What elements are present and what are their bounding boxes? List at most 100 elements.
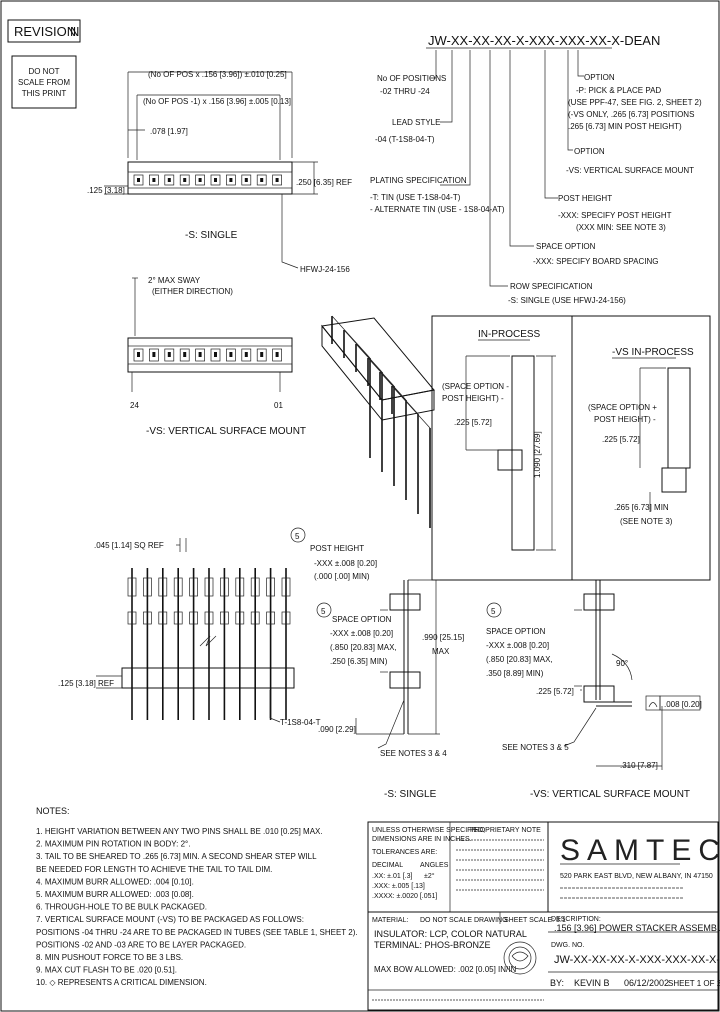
tb-sheet-scale: SHEET SCALE: 3:1 — [504, 917, 566, 924]
revision-value: N — [70, 24, 79, 39]
tb-dims-are: DIMENSIONS ARE IN INCHES. — [372, 836, 472, 843]
vs-side-space-line-2: (.850 [20.83] MAX, — [486, 655, 553, 664]
plating-line-2: - ALTERNATE TIN (USE - 1S8-04-AT) — [370, 205, 505, 214]
revision-box — [7, 19, 81, 43]
in-process-dim: 1.090 [27.69] — [533, 431, 542, 478]
side-pin-mid-block — [173, 611, 183, 625]
side-pin-mid-block — [127, 611, 137, 625]
in-process-label-1: (SPACE OPTION - — [442, 382, 509, 391]
in-process-panel: IN-PROCESS (SPACE OPTION - POST HEIGHT) … — [431, 315, 711, 581]
side-sq-ref: .045 [1.14] SQ REF — [94, 541, 164, 550]
side-pin-upper-block — [143, 577, 152, 597]
side-circle-mark-2: 5 — [321, 607, 326, 616]
tb-address: 520 PARK EAST BLVD, NEW ALBANY, IN 47150 — [560, 873, 713, 880]
note-line: BE NEEDED FOR LENGTH TO ACHIEVE THE TAIL… — [36, 865, 272, 874]
tb-proprietary: PROPRIETARY NOTE — [470, 827, 541, 834]
hfwj-label: HFWJ-24-156 — [300, 265, 350, 274]
side-circle-mark: 5 — [295, 532, 300, 541]
vs-pin-left: 24 — [130, 401, 139, 410]
side-pin-upper-block — [204, 577, 214, 597]
vs-in-process-label-2: POST HEIGHT) - — [594, 415, 656, 424]
option-1-title: OPTION — [584, 73, 615, 82]
post-height-line-2: (XXX MIN: SEE NOTE 3) — [576, 223, 666, 232]
iso-pin-link — [367, 357, 407, 401]
space-option-line-1: -XXX: SPECIFY BOARD SPACING — [533, 257, 659, 266]
post-height-line-1: -XXX: SPECIFY POST HEIGHT — [558, 211, 672, 220]
vs-pin — [149, 348, 159, 362]
tb-dwg-no: JW-XX-XX-XX-X-XXX-XXX-XX-X-DEAN — [554, 954, 720, 966]
side-space-line-2: (.850 [20.83] MAX, — [330, 643, 397, 652]
top-pin-core — [198, 178, 202, 182]
vs-pin — [272, 348, 282, 362]
vs-in-process-title: -VS IN-PROCESS — [612, 347, 694, 358]
tb-material-1: INSULATOR: LCP, COLOR NATURAL — [374, 929, 527, 939]
top-pin-core — [214, 178, 217, 182]
notes-title: NOTES: — [36, 806, 70, 816]
vs-pin-right: 01 — [274, 401, 283, 410]
side-pin-upper-block — [173, 577, 183, 597]
top-pin-core — [229, 178, 233, 182]
side-pin-upper-block — [281, 577, 291, 597]
side-space-title: SPACE OPTION — [332, 615, 392, 624]
plating-line-1: -T: TIN (USE T-1S8-04-T) — [370, 193, 461, 202]
top-view-caption: -S: SINGLE — [185, 230, 238, 241]
do-not-scale-box — [11, 55, 77, 109]
iso-pin-link — [331, 315, 371, 359]
revision-label: REVISION — [14, 24, 76, 39]
note-line: 6. THROUGH-HOLE TO BE BULK PACKAGED. — [36, 903, 207, 912]
row-spec-line-1: -S: SINGLE (USE HFWJ-24-156) — [508, 296, 626, 305]
title-block: UNLESS OTHERWISE SPECIFIED, DIMENSIONS A… — [367, 821, 720, 1011]
vs-in-process-note: (SEE NOTE 3) — [620, 517, 673, 526]
post-height-title: POST HEIGHT — [558, 194, 612, 203]
plating-title: PLATING SPECIFICATION — [370, 176, 467, 185]
note-line: POSITIONS -04 THRU -24 ARE TO BE PACKAGE… — [36, 928, 358, 937]
positions-range: -02 THRU -24 — [380, 87, 430, 96]
top-dim-overall: (No OF POS x .156 [3.96]) ±.010 [0.25] — [148, 70, 287, 79]
side-post-height-title: POST HEIGHT — [310, 544, 364, 553]
vs-pin-core — [152, 352, 156, 357]
vs-sway: 2° MAX SWAY — [148, 276, 201, 285]
do-not-scale-line-1: DO NOT — [28, 67, 59, 76]
top-pin — [195, 174, 205, 186]
side-pin-mid-block — [235, 611, 245, 625]
side-pin-upper-block — [266, 577, 275, 597]
side-ref-left: .125 [3.18] REF — [58, 679, 114, 688]
note-line: POSITIONS -02 AND -03 ARE TO BE LAYER PA… — [36, 940, 246, 949]
vs-side-see-notes: SEE NOTES 3 & 5 — [502, 743, 569, 752]
option-1-line-2: (USE PPF-47, SEE FIG. 2, SHEET 2) — [568, 98, 702, 107]
vs-side-dim310: .310 [7.87] — [620, 761, 658, 770]
vs-side-angle: 90° — [616, 659, 628, 668]
side-post-height-line-2: (.000 [.00] MIN) — [314, 572, 370, 581]
side-pin-upper-block — [250, 577, 260, 597]
side-pin-mid-block — [143, 611, 152, 625]
part-number: JW-XX-XX-XX-X-XXX-XXX-XX-X-DEAN — [428, 33, 660, 48]
side-pin-mid-block — [189, 611, 198, 625]
option-1-line-3: (-VS ONLY, .265 [6.73] POSITIONS — [568, 110, 694, 119]
side-single-profile: 5 POST HEIGHT -XXX ±.008 [0.20] (.000 [.… — [290, 527, 464, 800]
tb-sheet: SHEET 1 OF 2 — [668, 979, 720, 988]
iso-pin-link — [355, 343, 395, 387]
top-pin — [133, 174, 144, 186]
tb-tolerances: TOLERANCES ARE: — [372, 849, 437, 856]
do-not-scale-line-3: THIS PRINT — [22, 89, 67, 98]
side-view-single: .045 [1.14] SQ REF .125 [3.18] REF T-1S8… — [58, 538, 321, 727]
vs-pin — [241, 348, 252, 362]
note-line: 4. MAXIMUM BURR ALLOWED: .004 [0.10]. — [36, 877, 194, 886]
company-logo: SAMTEC — [560, 834, 720, 867]
top-pin — [241, 174, 252, 186]
tb-tol-1: .XX: ±.01 [.3] — [372, 873, 412, 880]
tb-dwg-label: DWG. NO. — [551, 942, 584, 949]
iso-pin-link — [391, 385, 431, 429]
note-line: 9. MAX CUT FLASH TO BE .020 [0.51]. — [36, 966, 177, 975]
note-line: 2. MAXIMUM PIN ROTATION IN BODY: 2°. — [36, 840, 190, 849]
in-process-label-3: .225 [5.72] — [454, 418, 492, 427]
vs-pin-core — [214, 352, 217, 357]
top-pin — [164, 174, 175, 186]
tb-description-label: DESCRIPTION: — [551, 916, 601, 923]
top-pin — [256, 174, 267, 186]
tb-decimal: DECIMAL — [372, 862, 403, 869]
side-space-line-1: -XXX ±.008 [0.20] — [330, 629, 393, 638]
vs-pin — [226, 348, 236, 362]
side-pin-mid-block — [204, 611, 214, 625]
